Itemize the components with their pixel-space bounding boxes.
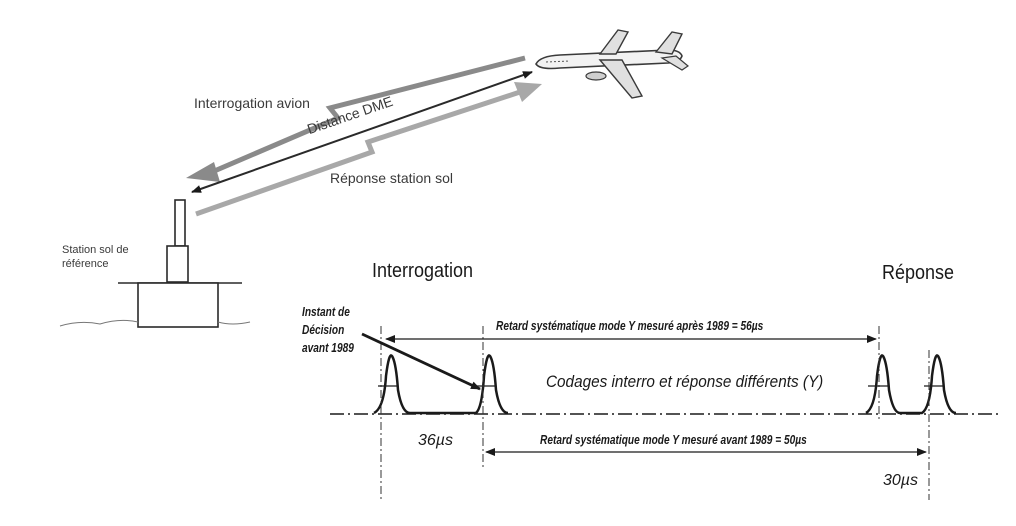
station-label: Station sol de référence: [62, 243, 129, 271]
decision-arrow: [361, 332, 481, 391]
timing-guides: [380, 326, 930, 500]
codages-label: Codages interro et réponse différents (Y…: [546, 372, 824, 391]
reponse-station-label: Réponse station sol: [330, 170, 453, 186]
reponse-heading: Réponse: [882, 262, 955, 284]
station-label-line1: Station sol de: [62, 244, 129, 256]
instant-decision-label: Instant de Décision avant 1989: [302, 303, 354, 357]
retard-apres-label: Retard systématique mode Y mesuré après …: [496, 318, 764, 333]
distance-dme-arrow: [191, 71, 533, 193]
station-label-line2: référence: [62, 258, 109, 270]
instant-line1: Instant de: [302, 304, 350, 319]
spacing-reponse-label: 30µs: [883, 472, 919, 489]
instant-line2: Décision: [302, 322, 345, 337]
retard-avant-label: Retard systématique mode Y mesuré avant …: [540, 432, 807, 447]
instant-line3: avant 1989: [302, 340, 354, 355]
spacing-interro-label: 36µs: [418, 432, 454, 449]
interrogation-avion-label: Interrogation avion: [194, 95, 310, 111]
interrogation-heading: Interrogation: [372, 260, 474, 282]
airplane-icon: [535, 29, 690, 99]
reponse-signal-arrow: [195, 82, 542, 217]
ground-station-icon: [59, 199, 251, 328]
